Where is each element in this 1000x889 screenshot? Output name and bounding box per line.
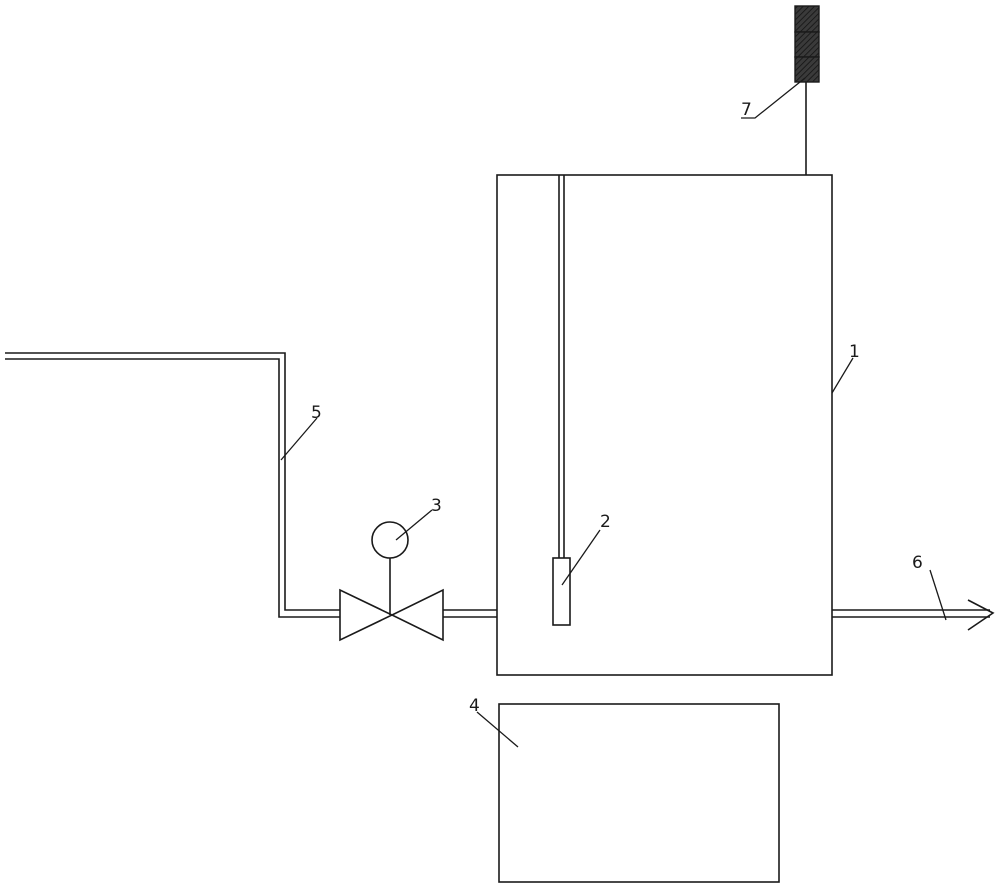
outlet-pipe <box>832 599 995 631</box>
leader-base <box>476 711 519 748</box>
base-unit <box>498 703 780 883</box>
leader-tank <box>831 357 854 394</box>
tank <box>496 174 833 676</box>
leader-inlet <box>280 417 318 461</box>
label-gauge: 3 <box>431 496 442 516</box>
label-tank: 1 <box>849 342 860 362</box>
gauge <box>371 521 409 559</box>
label-probe: 2 <box>600 512 611 532</box>
leader-gauge <box>395 509 433 541</box>
inlet-pipe <box>5 352 340 618</box>
valve <box>339 558 444 642</box>
leader-indicator <box>741 77 806 119</box>
indicator <box>794 5 820 83</box>
probe <box>552 175 571 626</box>
label-outlet: 6 <box>912 553 923 573</box>
label-inlet: 5 <box>311 403 322 423</box>
leader-probe <box>561 529 601 586</box>
leader-outlet <box>929 569 947 621</box>
valve-to-tank-pipe <box>443 609 497 618</box>
label-base: 4 <box>469 696 480 716</box>
label-indicator: 7 <box>741 100 752 120</box>
